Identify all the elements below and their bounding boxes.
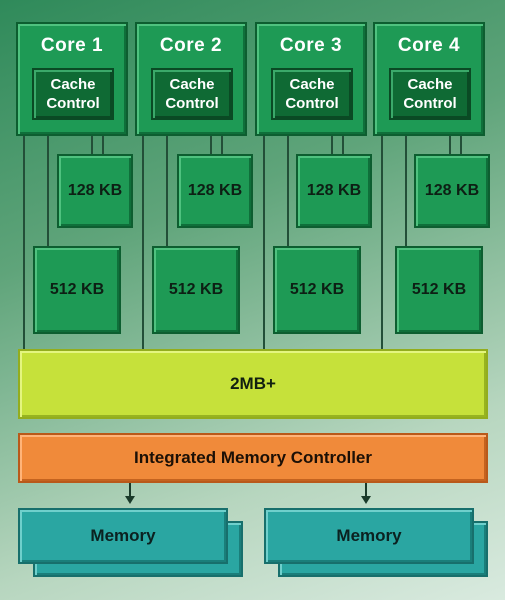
core-title: Core 4 [397, 35, 461, 56]
arrow-line [129, 483, 131, 497]
connector-line [166, 120, 168, 246]
shared-cache-block: 2MB+ [18, 349, 488, 419]
core-1-block: Core 1 Cache Control [16, 22, 128, 136]
connector-line [287, 120, 289, 246]
core-2-block: Core 2 Cache Control [135, 22, 247, 136]
core-title: Core 3 [279, 35, 343, 56]
connector-line [221, 120, 223, 154]
connector-line [142, 136, 144, 349]
connector-line [460, 120, 462, 154]
l3-cache-block: 512 KB [395, 246, 483, 334]
connector-line [449, 120, 451, 154]
l3-cache-block: 512 KB [33, 246, 121, 334]
core-title: Core 2 [159, 35, 223, 56]
connector-line [331, 120, 333, 154]
cache-control-block: Cache Control [389, 68, 471, 120]
connector-line [342, 120, 344, 154]
connector-line [405, 120, 407, 246]
arrow-down-icon [125, 496, 135, 504]
cache-control-block: Cache Control [32, 68, 114, 120]
connector-line [210, 120, 212, 154]
connector-line [23, 136, 25, 349]
cache-control-block: Cache Control [151, 68, 233, 120]
connector-line [102, 120, 104, 154]
l2-cache-block: 128 KB [296, 154, 372, 228]
arrow-down-icon [361, 496, 371, 504]
l2-cache-block: 128 KB [414, 154, 490, 228]
core-3-block: Core 3 Cache Control [255, 22, 367, 136]
l2-cache-block: 128 KB [57, 154, 133, 228]
core-4-block: Core 4 Cache Control [373, 22, 485, 136]
connector-line [381, 136, 383, 349]
core-title: Core 1 [40, 35, 104, 56]
memory-controller-block: Integrated Memory Controller [18, 433, 488, 483]
arrow-line [365, 483, 367, 497]
memory-module: Memory [18, 508, 228, 564]
connector-line [263, 136, 265, 349]
l3-cache-block: 512 KB [273, 246, 361, 334]
cache-control-block: Cache Control [271, 68, 353, 120]
l3-cache-block: 512 KB [152, 246, 240, 334]
connector-line [91, 120, 93, 154]
connector-line [47, 120, 49, 246]
memory-module: Memory [264, 508, 474, 564]
l2-cache-block: 128 KB [177, 154, 253, 228]
